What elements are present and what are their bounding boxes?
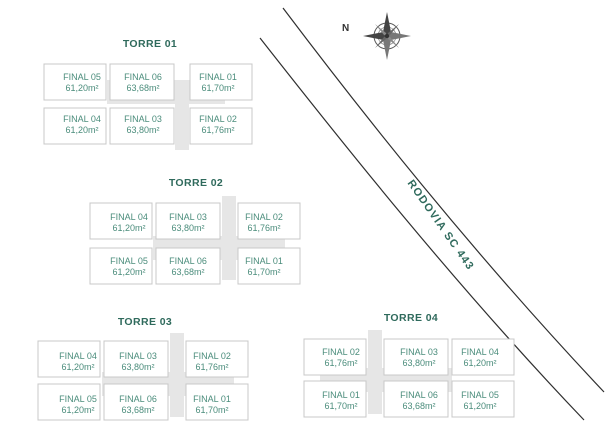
unit-box: [303, 380, 367, 418]
compass-rose-icon: [363, 12, 411, 60]
unit-box: [43, 107, 107, 145]
unit-box: [303, 338, 367, 376]
unit-name: FINAL 06: [124, 72, 162, 82]
corridor: [222, 196, 236, 280]
unit-box: [37, 340, 101, 378]
tower-title: TORRE 03: [118, 316, 172, 328]
road-edge-upper: [282, 7, 605, 393]
unit-box: [155, 202, 221, 240]
unit-box: [237, 202, 301, 240]
unit-box: [43, 63, 107, 101]
unit-name: FINAL 03: [400, 347, 438, 357]
unit-box: [189, 63, 253, 101]
unit-name: FINAL 03: [124, 114, 162, 124]
unit-name: FINAL 03: [119, 351, 157, 361]
unit-name: FINAL 04: [461, 347, 499, 357]
unit-name: FINAL 06: [400, 390, 438, 400]
unit-box: [185, 383, 249, 421]
compass-north-label: N: [342, 23, 349, 34]
unit-area: 61,20m²: [61, 362, 94, 372]
tower-1: TORRE 01 FINAL 05 61,20m² FINAL 06 63,68…: [43, 38, 253, 150]
unit-area: 61,20m²: [463, 401, 496, 411]
unit-area: 61,70m²: [324, 401, 357, 411]
unit-area: 61,70m²: [195, 405, 228, 415]
road-edge-lower: [259, 37, 585, 421]
corridor: [170, 333, 184, 417]
unit-name: FINAL 04: [110, 212, 148, 222]
tower-title: TORRE 04: [384, 312, 438, 324]
unit-name: FINAL 02: [245, 212, 283, 222]
unit-box: [451, 380, 515, 418]
unit-name: FINAL 04: [59, 351, 97, 361]
unit-box: [103, 383, 169, 421]
unit-area: 63,68m²: [171, 267, 204, 277]
unit-area: 63,80m²: [402, 358, 435, 368]
unit-name: FINAL 02: [199, 114, 237, 124]
unit-box: [155, 247, 221, 285]
unit-name: FINAL 02: [322, 347, 360, 357]
unit-area: 63,80m²: [126, 125, 159, 135]
tower-title: TORRE 01: [123, 38, 177, 50]
unit-area: 61,20m²: [112, 223, 145, 233]
unit-area: 61,20m²: [65, 125, 98, 135]
unit-area: 61,20m²: [61, 405, 94, 415]
unit-area: 63,80m²: [121, 362, 154, 372]
tower-2: TORRE 02 FINAL 04 61,20m² FINAL 03 63,80…: [89, 177, 301, 285]
corridor: [175, 80, 189, 150]
unit-name: FINAL 05: [63, 72, 101, 82]
unit-area: 61,76m²: [201, 125, 234, 135]
unit-box: [37, 383, 101, 421]
tower-4: TORRE 04 FINAL 02 61,76m² FINAL 03 63,80…: [303, 312, 515, 418]
unit-box: [383, 380, 449, 418]
unit-name: FINAL 01: [193, 394, 231, 404]
corridor: [368, 330, 382, 414]
unit-area: 63,68m²: [402, 401, 435, 411]
road-label: RODOVIA SC 443: [405, 178, 476, 273]
unit-box: [103, 340, 169, 378]
unit-name: FINAL 05: [110, 256, 148, 266]
unit-name: FINAL 01: [245, 256, 283, 266]
tower-3: TORRE 03 FINAL 04 61,20m² FINAL 03 63,80…: [37, 316, 249, 421]
unit-box: [189, 107, 253, 145]
unit-box: [109, 107, 175, 145]
unit-box: [451, 338, 515, 376]
tower-title: TORRE 02: [169, 177, 223, 189]
unit-area: 61,70m²: [247, 267, 280, 277]
unit-area: 63,80m²: [171, 223, 204, 233]
unit-box: [383, 338, 449, 376]
unit-area: 61,76m²: [195, 362, 228, 372]
unit-area: 61,20m²: [463, 358, 496, 368]
unit-area: 61,20m²: [65, 83, 98, 93]
unit-name: FINAL 03: [169, 212, 207, 222]
unit-area: 63,68m²: [126, 83, 159, 93]
unit-name: FINAL 04: [63, 114, 101, 124]
unit-name: FINAL 01: [322, 390, 360, 400]
unit-box: [109, 63, 175, 101]
unit-area: 61,20m²: [112, 267, 145, 277]
unit-area: 63,68m²: [121, 405, 154, 415]
unit-name: FINAL 01: [199, 72, 237, 82]
unit-box: [89, 202, 153, 240]
unit-name: FINAL 02: [193, 351, 231, 361]
unit-name: FINAL 05: [461, 390, 499, 400]
unit-box: [185, 340, 249, 378]
unit-area: 61,70m²: [201, 83, 234, 93]
unit-box: [89, 247, 153, 285]
unit-name: FINAL 06: [169, 256, 207, 266]
unit-name: FINAL 05: [59, 394, 97, 404]
unit-area: 61,76m²: [324, 358, 357, 368]
unit-name: FINAL 06: [119, 394, 157, 404]
unit-area: 61,76m²: [247, 223, 280, 233]
unit-box: [237, 247, 301, 285]
